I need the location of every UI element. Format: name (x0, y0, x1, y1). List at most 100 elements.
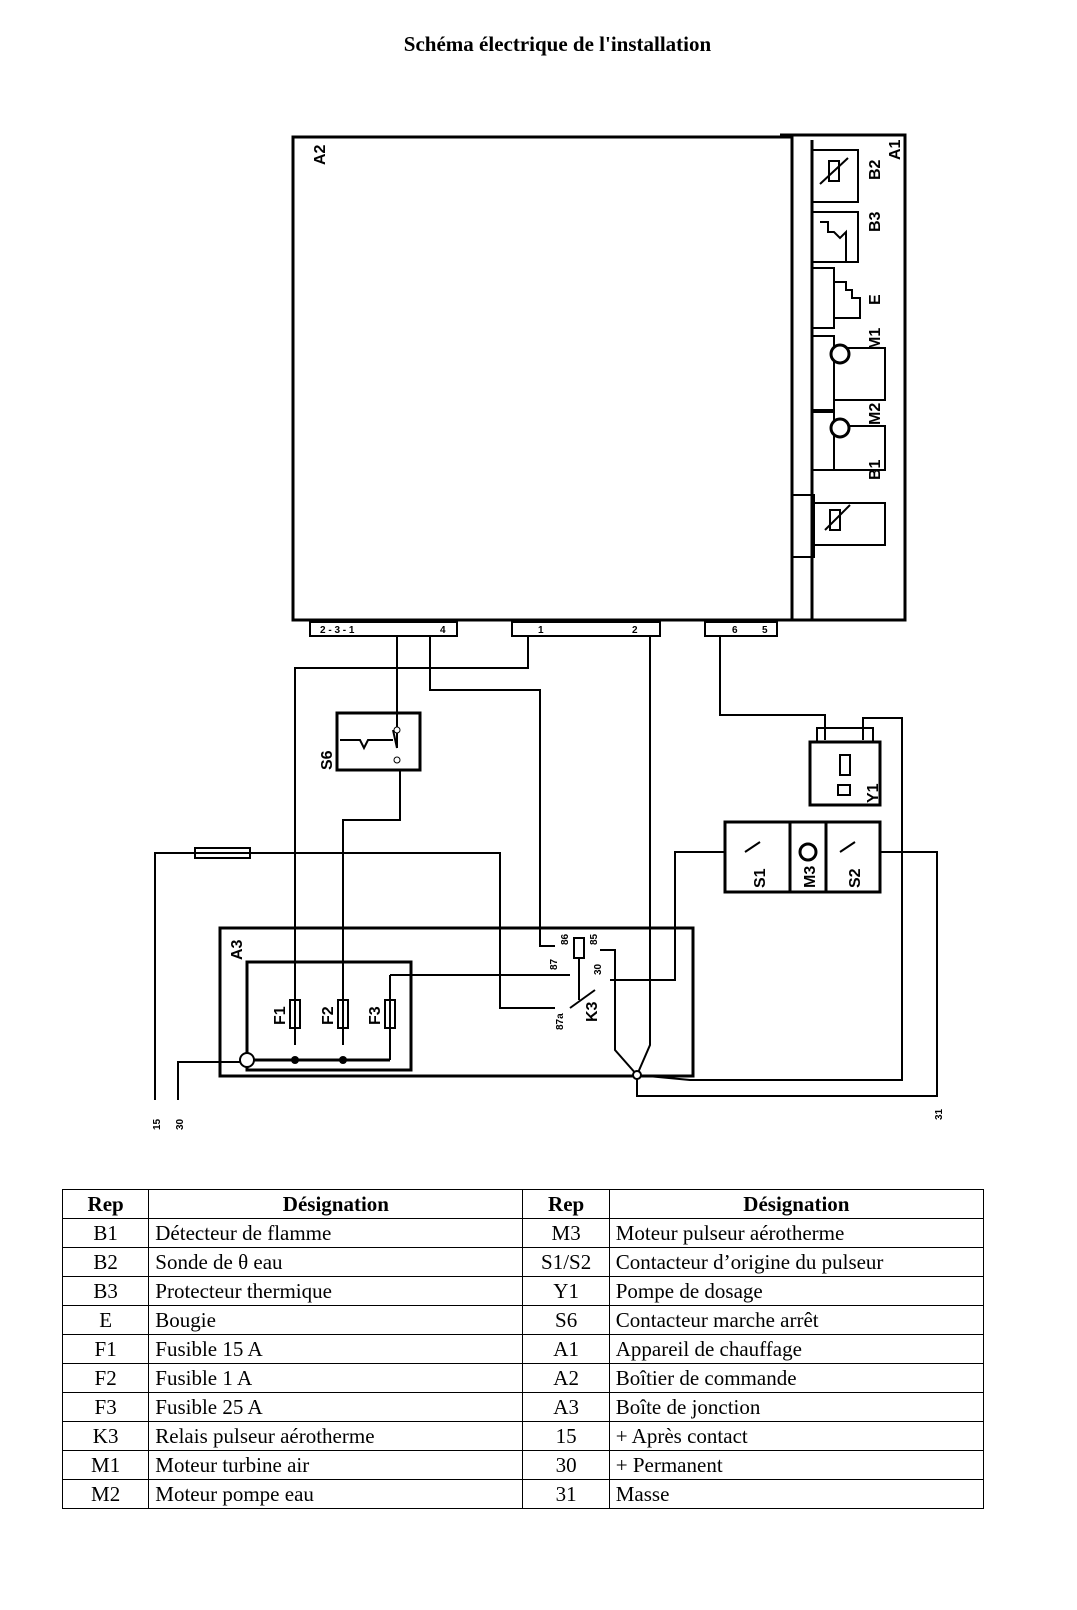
label-b1: B1 (867, 459, 884, 480)
designation-cell: Fusible 1 A (148, 1363, 524, 1393)
rep-cell: A2 (522, 1363, 610, 1393)
designation-cell: Fusible 25 A (148, 1392, 524, 1422)
a2-control-box (291, 135, 794, 622)
label-m1: M1 (867, 328, 884, 350)
svg-text:85: 85 (589, 933, 600, 945)
m2-motor-icon (829, 417, 851, 439)
svg-text:5: 5 (762, 625, 768, 636)
designation-cell: Appareil de chauffage (608, 1334, 985, 1364)
designation-cell: Boîte de jonction (608, 1392, 985, 1422)
rep-cell: Y1 (522, 1276, 610, 1306)
label-s6: S6 (319, 750, 336, 770)
label-m3: M3 (802, 866, 819, 888)
connector-3 (704, 621, 778, 637)
label-b2: B2 (867, 159, 884, 180)
designation-cell: + Après contact (608, 1421, 985, 1451)
terminal-30: 30 (175, 1118, 186, 1130)
rep-cell: 30 (522, 1450, 610, 1480)
designation-cell: Contacteur d’origine du pulseur (608, 1247, 985, 1277)
rep-cell: M2 (61, 1479, 150, 1509)
label-y1: Y1 (865, 783, 882, 803)
label-a2: A2 (312, 144, 329, 165)
label-f1: F1 (272, 1006, 289, 1025)
b3-thermal-box (811, 211, 859, 263)
fuse-f1 (289, 999, 301, 1029)
fuse-block (245, 960, 413, 1072)
designation-cell: Sonde de θ eau (148, 1247, 524, 1277)
designation-cell: Masse (608, 1479, 985, 1509)
connector-1 (309, 621, 458, 637)
b1-connector (791, 494, 815, 558)
svg-text:30: 30 (593, 963, 604, 975)
label-a3: A3 (229, 939, 246, 960)
rep-cell: F3 (61, 1392, 150, 1422)
m1-motor-icon (829, 343, 851, 365)
e-connector (811, 267, 835, 329)
rep-cell: S6 (522, 1305, 610, 1335)
y1-coil (839, 754, 851, 776)
label-s2: S2 (847, 868, 864, 888)
b1-flame-detector (829, 509, 841, 531)
k3-relay-coil (573, 937, 585, 959)
b2-thermistor (828, 160, 840, 182)
e-glow-plug (834, 281, 861, 319)
designation-cell: Relais pulseur aérotherme (148, 1421, 524, 1451)
rep-cell: E (61, 1305, 150, 1335)
label-a1: A1 (887, 139, 904, 160)
label-f3: F3 (367, 1006, 384, 1025)
s1-m3-s2-box (723, 820, 882, 894)
svg-text:6: 6 (732, 625, 738, 636)
m1-connector (811, 335, 835, 411)
s6-switch-box (335, 711, 422, 772)
designation-cell: + Permanent (608, 1450, 985, 1480)
svg-text:87: 87 (549, 958, 560, 970)
svg-text:87a: 87a (555, 1013, 566, 1030)
fuse-15-line (194, 847, 251, 859)
rep-cell: B3 (61, 1276, 150, 1306)
rep-cell: 15 (522, 1421, 610, 1451)
terminal-15: 15 (152, 1118, 163, 1130)
svg-text:2: 2 (632, 625, 638, 636)
rep-cell: 31 (522, 1479, 610, 1509)
rep-cell: F2 (61, 1363, 150, 1393)
rep-cell: B2 (61, 1247, 150, 1277)
svg-text:2 - 3 - 1: 2 - 3 - 1 (320, 625, 355, 636)
svg-text:4: 4 (440, 625, 446, 636)
rep-cell: F1 (61, 1334, 150, 1364)
designation-cell: Moteur pulseur aérotherme (608, 1218, 985, 1248)
connector-2 (511, 621, 661, 637)
table-header-row: Rep Désignation Rep Désignation (61, 1189, 985, 1219)
rep-cell: B1 (61, 1218, 150, 1248)
designation-cell: Bougie (148, 1305, 524, 1335)
label-k3: K3 (584, 1001, 601, 1022)
a1-heater-box (780, 133, 907, 622)
wiring-diagram: A1 A2 B2 B3 E M1 M2 B1 2 - 3 - 1 4 1 2 6… (152, 133, 945, 1130)
label-b3: B3 (867, 211, 884, 232)
designation-cell: Contacteur marche arrêt (608, 1305, 985, 1335)
designation-cell: Boîtier de commande (608, 1363, 985, 1393)
designation-cell: Protecteur thermique (148, 1276, 524, 1306)
svg-text:86: 86 (560, 933, 571, 945)
a3-junction-box (218, 926, 695, 1078)
page-title: Schéma électrique de l'installation (403, 32, 712, 56)
m2-connector (811, 411, 835, 471)
designation-cell: Fusible 15 A (148, 1334, 524, 1364)
rep-cell: S1/S2 (522, 1247, 610, 1277)
label-s1: S1 (752, 868, 769, 888)
rep-cell: M3 (522, 1218, 610, 1248)
designation-cell: Moteur turbine air (148, 1450, 524, 1480)
label-m2: M2 (867, 403, 884, 425)
rep-cell: M1 (61, 1450, 150, 1480)
ground-node (632, 1070, 642, 1080)
